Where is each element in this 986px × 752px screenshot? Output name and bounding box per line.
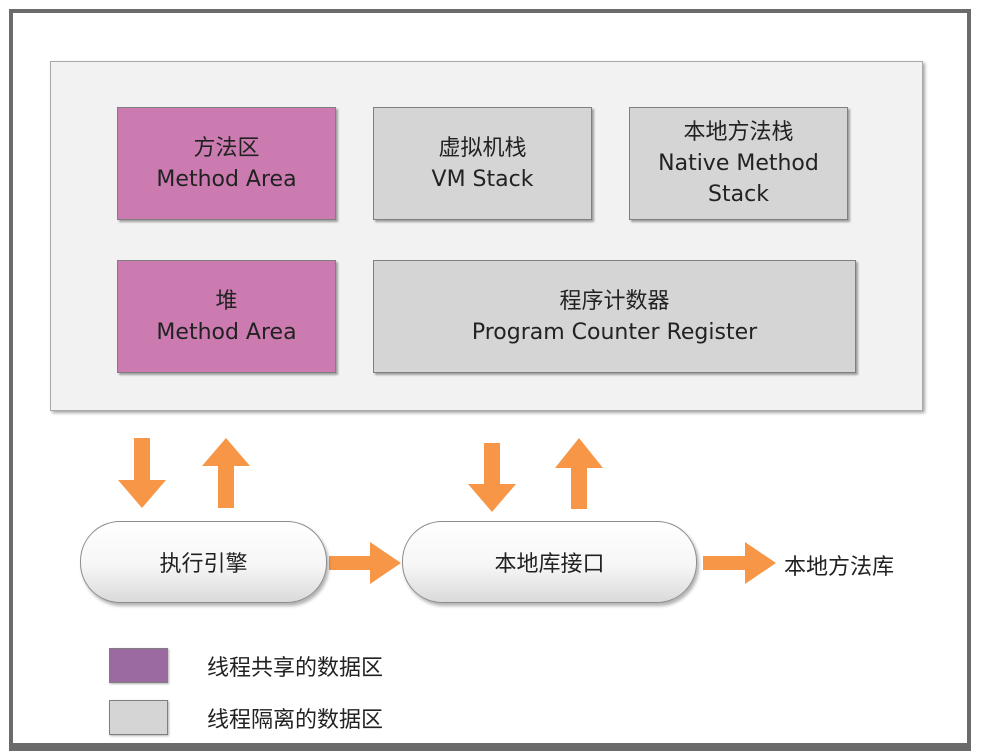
execution-engine-node: 执行引擎 xyxy=(80,521,327,603)
execution-engine-label: 执行引擎 xyxy=(159,552,248,577)
arrow-down-icon xyxy=(118,438,166,508)
program-counter-english: Program Counter Register xyxy=(471,319,758,345)
legend-shared-label: 线程共享的数据区 xyxy=(207,656,384,681)
arrow-up-icon xyxy=(202,438,250,508)
native-method-stack-chinese: 本地方法栈 xyxy=(683,120,794,145)
native-method-stack-box: 本地方法栈 Native Method Stack xyxy=(629,107,848,220)
legend-isolated-swatch xyxy=(109,700,168,735)
arrow-down-icon xyxy=(468,443,516,512)
heap-box: 堆 Method Area xyxy=(117,260,336,373)
native-interface-node: 本地库接口 xyxy=(402,521,697,603)
method-area-box: 方法区 Method Area xyxy=(117,107,336,220)
arrow-right-icon xyxy=(703,542,776,584)
native-interface-label: 本地库接口 xyxy=(494,552,605,577)
native-library-label: 本地方法库 xyxy=(784,555,895,580)
native-method-stack-english-1: Native Method xyxy=(658,151,819,176)
method-area-chinese: 方法区 xyxy=(193,135,260,161)
vm-stack-chinese: 虚拟机栈 xyxy=(438,135,527,161)
native-method-stack-english-2: Stack xyxy=(708,182,769,207)
arrow-right-icon xyxy=(329,542,401,584)
method-area-english: Method Area xyxy=(156,166,297,192)
heap-english: Method Area xyxy=(156,319,297,345)
vm-stack-box: 虚拟机栈 VM Stack xyxy=(373,107,592,220)
arrow-up-icon xyxy=(555,438,603,509)
program-counter-chinese: 程序计数器 xyxy=(559,288,670,314)
legend-shared-swatch xyxy=(109,648,168,683)
program-counter-box: 程序计数器 Program Counter Register xyxy=(373,260,856,373)
heap-chinese: 堆 xyxy=(215,288,238,314)
vm-stack-english: VM Stack xyxy=(431,166,534,192)
legend-isolated-label: 线程隔离的数据区 xyxy=(207,708,384,733)
